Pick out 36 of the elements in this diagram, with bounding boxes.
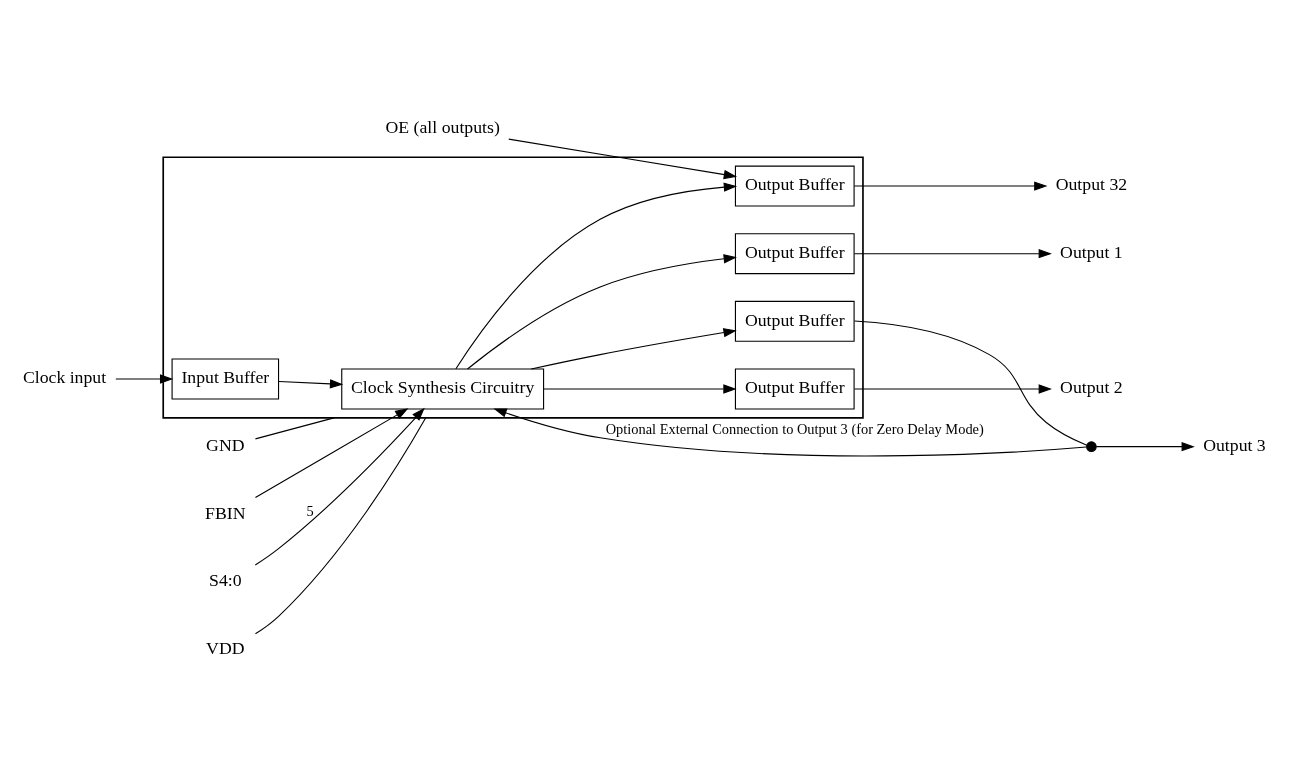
node-box: Output Buffer — [734, 300, 855, 342]
node-text: Output 32 — [1055, 174, 1128, 195]
arrow — [853, 181, 1048, 191]
node-text: OE (all outputs) — [385, 116, 500, 137]
arrow — [493, 408, 1087, 457]
arrow — [455, 182, 738, 370]
node-box: Output Buffer — [734, 233, 855, 275]
arrow — [543, 384, 737, 394]
edge-label: Optional External Connection to Output 3 (for Zero Delay Mode) — [605, 420, 984, 437]
node-text: GND — [206, 434, 245, 455]
connector — [254, 417, 427, 635]
arrow — [508, 138, 738, 180]
node-text: Output 1 — [1060, 241, 1123, 262]
node-text: VDD — [206, 637, 245, 658]
arrow — [466, 254, 737, 370]
connector — [254, 417, 335, 440]
connector — [853, 320, 1088, 446]
node-box: Output Buffer — [734, 368, 855, 410]
arrow — [853, 384, 1052, 394]
arrow — [254, 407, 425, 566]
arrow — [1095, 442, 1195, 452]
node-text: S4:0 — [209, 570, 242, 591]
arrow — [115, 374, 174, 384]
node-text: Output 2 — [1060, 377, 1123, 398]
node-box: Output Buffer — [734, 165, 855, 207]
arrow — [530, 328, 737, 370]
node-box: Input Buffer — [171, 358, 280, 400]
node-text: FBIN — [205, 502, 246, 523]
node-circle — [1086, 441, 1097, 452]
edge-label: 5 — [306, 502, 314, 519]
node-text: Output 3 — [1203, 434, 1266, 455]
node-box: Clock Synthesis Circuitry — [341, 368, 545, 410]
arrow — [278, 379, 344, 389]
arrow — [254, 408, 409, 498]
node-text: Clock input — [22, 367, 107, 388]
arrow — [853, 249, 1052, 259]
